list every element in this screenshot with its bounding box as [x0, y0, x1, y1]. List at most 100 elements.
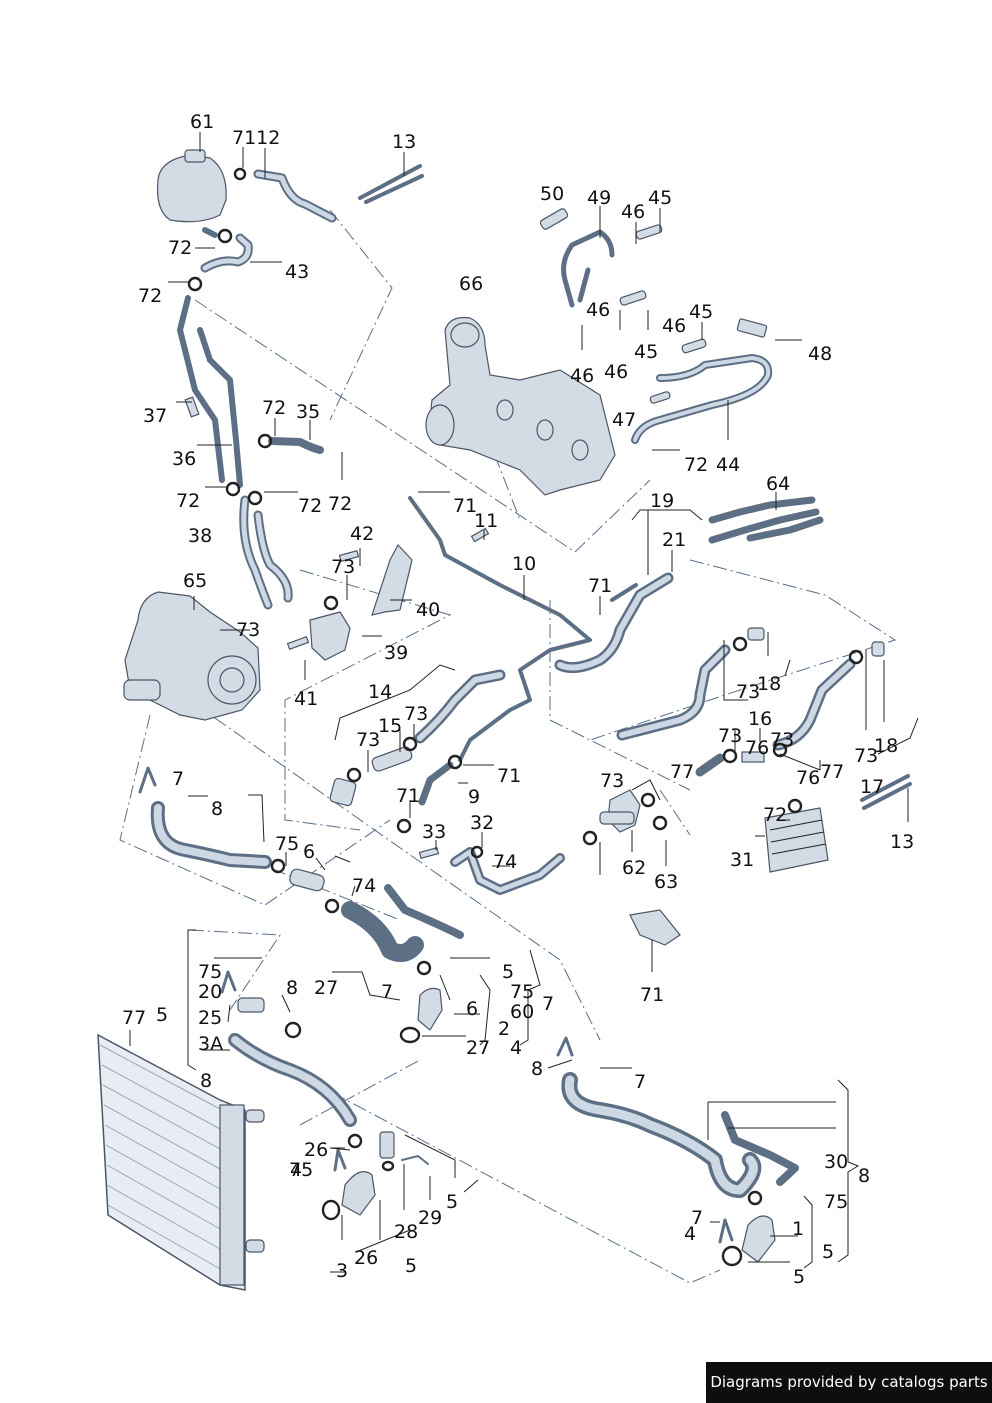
callout-label: 49: [587, 187, 611, 209]
callout-label: 77: [122, 1007, 146, 1029]
lower-hoses-right: [556, 1036, 799, 1267]
callout-label: 72: [763, 804, 787, 826]
callout-label: 6: [303, 841, 315, 863]
callout-label: 77: [670, 761, 694, 783]
callout-label: 2: [498, 1018, 510, 1040]
callout-label: 8: [211, 798, 223, 820]
callout-label: 73: [736, 681, 760, 703]
callout-label: 7: [381, 981, 393, 1003]
callout-label: 73: [770, 729, 794, 751]
callout-label: 9: [468, 786, 480, 808]
oil-cooler: [764, 798, 829, 873]
callout-label: 73: [854, 745, 878, 767]
callout-label: 26: [304, 1139, 328, 1161]
callout-label: 45: [634, 341, 658, 363]
callout-label: 62: [622, 857, 646, 879]
callout-labels: 61 7112 13 50 49 46 45 66 46 46 45 46 45…: [122, 111, 914, 1288]
callout-label: 77: [820, 761, 844, 783]
callout-label: 42: [350, 523, 374, 545]
callout-label: 37: [143, 405, 167, 427]
callout-label: 38: [188, 525, 212, 547]
callout-label: 45: [689, 301, 713, 323]
callout-label: 71: [453, 495, 477, 517]
callout-label: 5: [793, 1266, 805, 1288]
cable-ties: [358, 164, 912, 810]
callout-label: 4: [684, 1223, 696, 1245]
callout-label: 18: [874, 735, 898, 757]
callout-label: 39: [384, 642, 408, 664]
callout-label: 65: [183, 570, 207, 592]
assembly-outlines: [119, 209, 897, 1284]
water-pump: [123, 591, 261, 721]
callout-label: 3: [336, 1260, 348, 1282]
callout-label: 46: [621, 201, 645, 223]
callout-label: 5: [502, 961, 514, 983]
coolant-pipes: [177, 295, 324, 610]
callout-label: 4: [290, 1159, 302, 1181]
callout-label: 27: [466, 1037, 490, 1059]
callout-label: 7: [542, 993, 554, 1015]
callout-label: 7112: [232, 127, 280, 149]
callout-label: 73: [600, 770, 624, 792]
credit-banner: Diagrams provided by catalogs parts: [706, 1362, 992, 1403]
callout-label: 5: [822, 1241, 834, 1263]
upper-hoses: [187, 167, 337, 292]
lower-center-parts: [321, 1131, 429, 1221]
lower-hoses-left: [138, 766, 464, 1044]
callout-label: 5: [446, 1191, 458, 1213]
callout-label: 46: [604, 361, 628, 383]
callout-label: 40: [416, 599, 440, 621]
heater-hoses: [554, 572, 885, 777]
callout-label: 13: [890, 831, 914, 853]
callout-label: 72: [298, 495, 322, 517]
callout-label: 26: [354, 1247, 378, 1269]
callout-label: 5: [405, 1255, 417, 1277]
callout-label: 11: [474, 510, 498, 532]
callout-label: 8: [286, 977, 298, 999]
turbo-manifold: [425, 316, 616, 496]
radiator: [97, 970, 357, 1291]
callout-label: 8: [531, 1058, 543, 1080]
callout-label: 72: [168, 237, 192, 259]
callout-label: 43: [285, 261, 309, 283]
callout-label: 45: [648, 187, 672, 209]
callout-label: 46: [586, 299, 610, 321]
callout-label: 8: [858, 1165, 870, 1187]
callout-label: 60: [510, 1001, 534, 1023]
callout-label: 76: [796, 767, 820, 789]
callout-label: 50: [540, 183, 564, 205]
middle-hoses: [329, 669, 565, 895]
callout-label: 7: [691, 1207, 703, 1229]
coolant-reservoir: [156, 149, 227, 238]
callout-label: 73: [404, 703, 428, 725]
callout-label: 28: [394, 1221, 418, 1243]
callout-label: 73: [331, 556, 355, 578]
callout-label: 46: [570, 365, 594, 387]
part-20-clip: [629, 909, 681, 946]
callout-label: 33: [422, 821, 446, 843]
callout-label: 71: [588, 575, 612, 597]
callout-label: 66: [459, 273, 483, 295]
thermostat-housing: [286, 543, 413, 661]
callout-label: 75: [275, 833, 299, 855]
callout-label: 3A: [198, 1033, 223, 1055]
callout-label: 5: [156, 1004, 168, 1026]
callout-label: 72: [176, 490, 200, 512]
callout-label: 72: [262, 397, 286, 419]
callout-label: 41: [294, 688, 318, 710]
callout-label: 17: [860, 776, 884, 798]
callout-label: 27: [314, 977, 338, 999]
callout-label: 7: [172, 768, 184, 790]
callout-label: 14: [368, 681, 392, 703]
callout-label: 75: [824, 1191, 848, 1213]
callout-label: 71: [497, 765, 521, 787]
callout-label: 32: [470, 812, 494, 834]
callout-label: 7: [634, 1071, 646, 1093]
callout-label: 19: [650, 490, 674, 512]
callout-label: 10: [512, 553, 536, 575]
callout-label: 44: [716, 454, 740, 476]
callout-label: 74: [493, 851, 517, 873]
callout-label: 61: [190, 111, 214, 133]
callout-label: 73: [356, 729, 380, 751]
